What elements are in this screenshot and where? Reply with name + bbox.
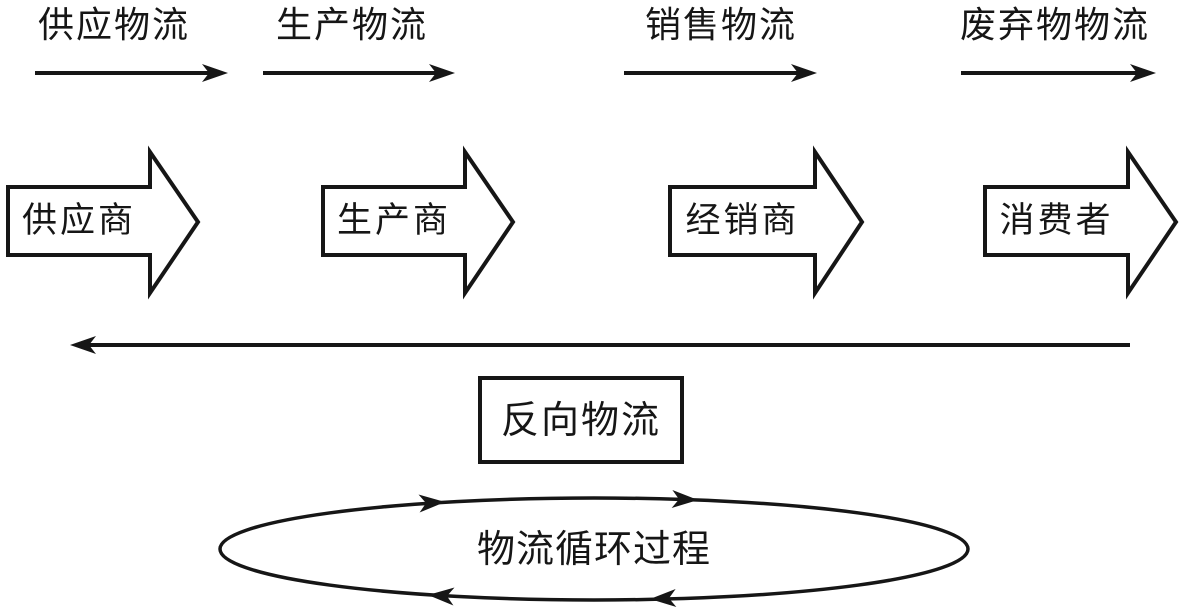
cycle-label: 物流循环过程 <box>476 527 711 571</box>
reverse-flow-label-box <box>478 376 684 464</box>
supply-flow-label: 供应物流 <box>38 5 191 46</box>
cycle-ellipse-outline <box>218 496 970 602</box>
producer-block-arrow <box>321 145 516 300</box>
consumer-block-arrow <box>983 145 1179 300</box>
supply-flow-arrowhead-icon <box>202 64 228 82</box>
reverse-flow-arrowhead-icon <box>70 336 96 354</box>
consumer-label: 消费者 <box>999 200 1114 241</box>
production-flow-arrowhead-icon <box>429 64 455 82</box>
supply-flow-arrow <box>35 64 228 82</box>
supplier-label: 供应商 <box>21 200 136 241</box>
waste-flow-label: 废弃物物流 <box>960 5 1151 46</box>
cycle-arrowhead-top-right-icon <box>671 489 698 508</box>
cycle-arrowhead-bottom-right-icon <box>650 588 677 607</box>
cycle-arrowhead-top-left-icon <box>418 494 445 513</box>
cycle-arrowhead-bottom-left-icon <box>428 587 455 606</box>
sales-flow-arrow <box>624 64 817 82</box>
production-flow-label: 生产物流 <box>276 5 429 46</box>
waste-flow-arrow <box>961 64 1156 82</box>
waste-flow-arrowhead-icon <box>1130 64 1156 82</box>
distributor-label: 经销商 <box>685 200 800 241</box>
reverse-flow-label: 反向物流 <box>500 398 661 442</box>
supplier-block-arrow <box>6 145 201 300</box>
distributor-block-arrow <box>668 145 865 300</box>
reverse-flow-arrow <box>70 336 1130 354</box>
cycle-ellipse <box>218 489 970 607</box>
production-flow-arrow <box>263 64 455 82</box>
sales-flow-arrowhead-icon <box>791 64 817 82</box>
sales-flow-label: 销售物流 <box>645 5 798 46</box>
producer-label: 生产商 <box>336 200 451 241</box>
